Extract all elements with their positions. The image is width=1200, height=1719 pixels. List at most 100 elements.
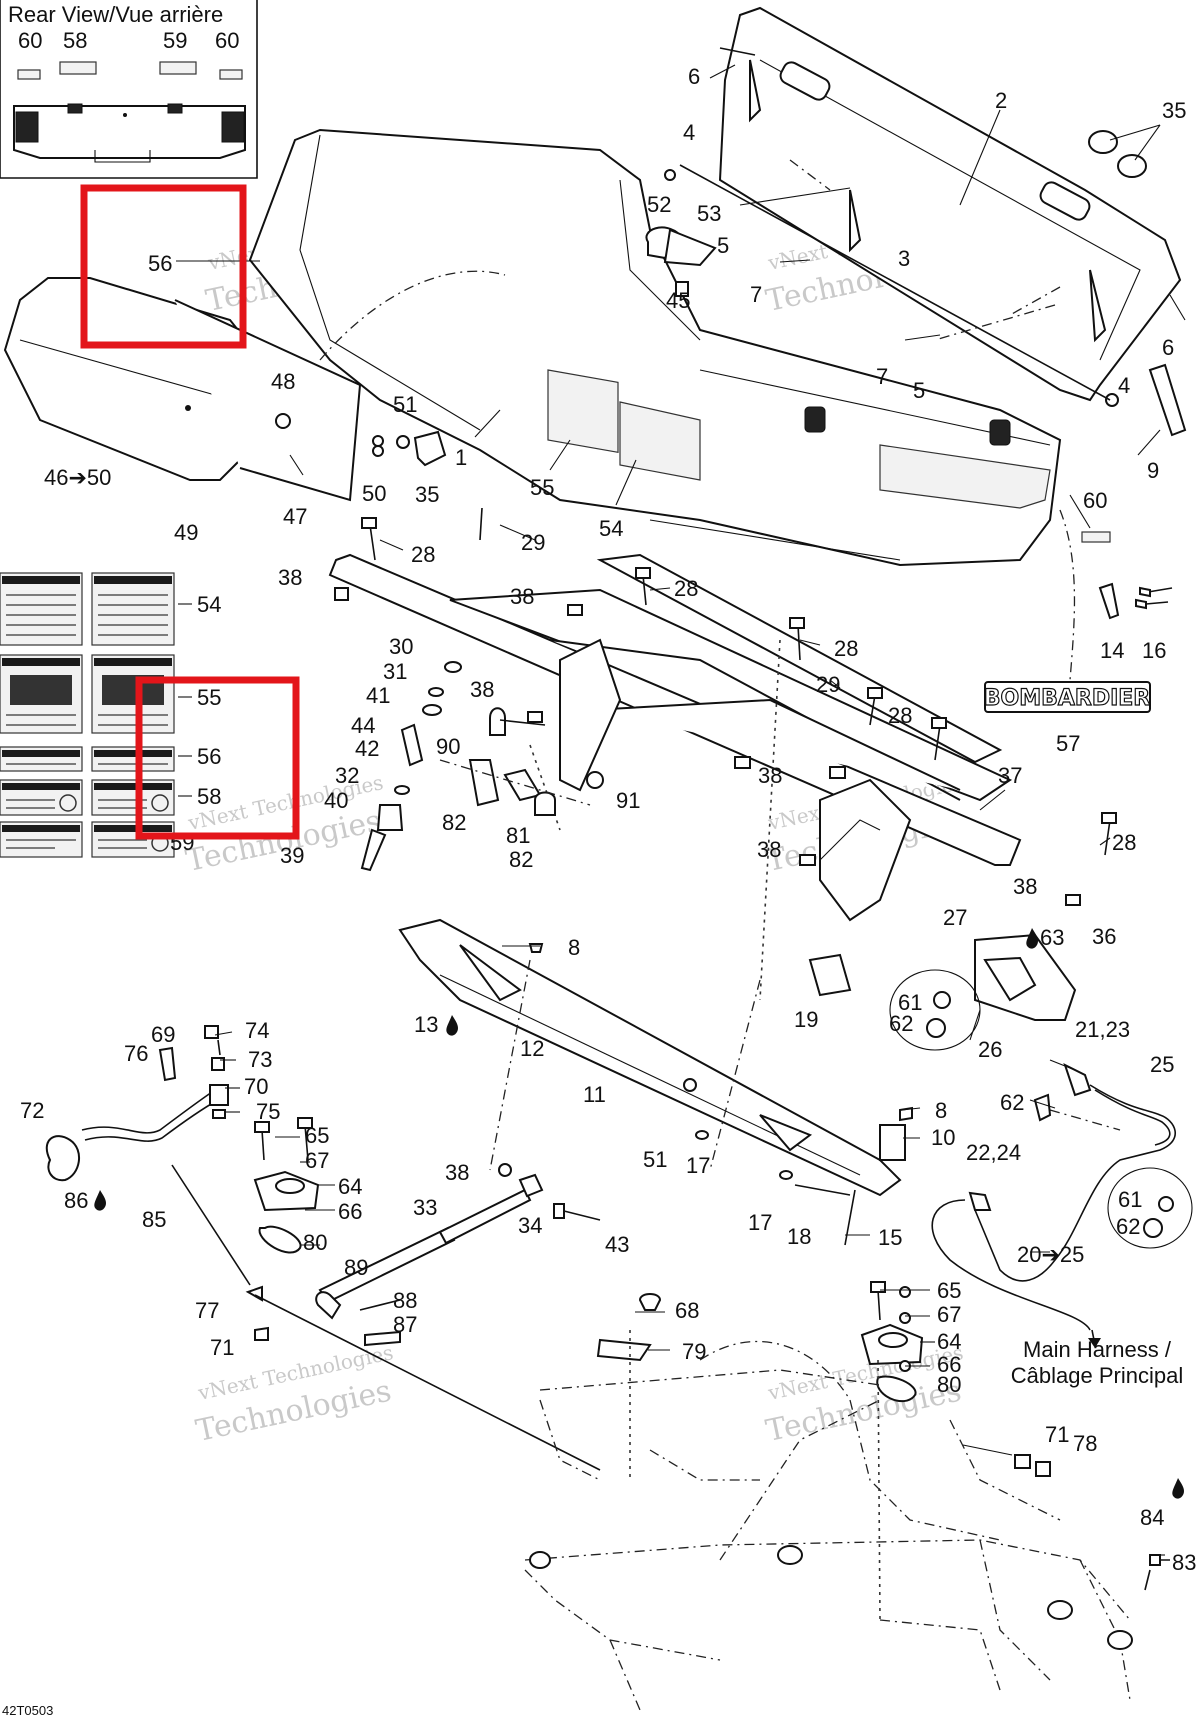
callout: 60 — [1083, 488, 1107, 513]
callout: 39 — [280, 843, 304, 868]
drawing-code: 42T0503 — [2, 1703, 53, 1718]
callout: 38 — [445, 1160, 469, 1185]
callout: 35 — [1162, 98, 1186, 123]
callout: 64 — [338, 1174, 362, 1199]
callout: 47 — [283, 504, 307, 529]
callout: 8 — [935, 1098, 947, 1123]
inset-label: 59 — [163, 28, 187, 53]
callout: 78 — [1073, 1431, 1097, 1456]
callout: 7 — [876, 364, 888, 389]
callout: 61 — [898, 990, 922, 1015]
small-clips — [1081, 531, 1173, 620]
callout: 55 — [530, 475, 554, 500]
release-handle — [45, 1025, 251, 1286]
callout: 68 — [675, 1298, 699, 1323]
callout: 29 — [521, 530, 545, 555]
decal-55b — [91, 654, 175, 734]
callout: 40 — [324, 788, 348, 813]
callout: 89 — [344, 1255, 368, 1280]
callout: 63 — [1040, 925, 1064, 950]
pivot-stack — [360, 661, 604, 872]
callout: 65 — [305, 1123, 329, 1148]
main-harness-text: Main Harness / — [1023, 1337, 1172, 1362]
callout: 54 — [599, 516, 623, 541]
callout: 76 — [124, 1041, 148, 1066]
callout: 62 — [889, 1011, 913, 1036]
callout: 5 — [717, 233, 729, 258]
callout: 83 — [1172, 1550, 1196, 1575]
callout: 62 — [1116, 1214, 1140, 1239]
callout: 52 — [647, 192, 671, 217]
callout: 84 — [1140, 1505, 1164, 1530]
callout: 61 — [1118, 1187, 1142, 1212]
decal-56a — [0, 746, 83, 772]
decal-54b — [91, 572, 175, 646]
chassis-frame — [524, 1293, 1170, 1711]
callout: 88 — [393, 1288, 417, 1313]
decal-55a — [0, 654, 83, 734]
callout: 17 — [748, 1210, 772, 1235]
callout: 65 — [937, 1278, 961, 1303]
callout: 82 — [509, 847, 533, 872]
bombardier-logo-group: BOMBARDIER — [983, 509, 1151, 713]
callout: 80 — [937, 1372, 961, 1397]
callout: 38 — [1013, 874, 1037, 899]
callout: 56 — [148, 251, 172, 276]
callout: 62 — [1000, 1090, 1024, 1115]
callout: 4 — [683, 120, 695, 145]
callout: 71 — [1045, 1422, 1069, 1447]
callout: 12 — [520, 1036, 544, 1061]
main-harness-text: Câblage Principal — [1011, 1363, 1183, 1388]
callout: 66 — [937, 1352, 961, 1377]
callout: 37 — [998, 763, 1022, 788]
callout: 28 — [834, 636, 858, 661]
decal-legend-label: 58 — [197, 784, 221, 809]
callout: 26 — [978, 1037, 1002, 1062]
callout: 67 — [937, 1302, 961, 1327]
callout: 28 — [888, 703, 912, 728]
callout: 42 — [355, 736, 379, 761]
callout: 50 — [362, 481, 386, 506]
main-harness-label: Main Harness / Câblage Principal — [1011, 1337, 1183, 1388]
leader-lines — [176, 64, 1165, 1556]
callout: 38 — [470, 677, 494, 702]
gas-spring — [315, 1163, 601, 1347]
mount-right — [860, 1281, 924, 1403]
tailgate-hardware — [679, 47, 1187, 437]
callout: 67 — [305, 1148, 329, 1173]
callout: 73 — [248, 1047, 272, 1072]
callout: 46➔50 — [44, 465, 111, 490]
cargo-box — [248, 128, 1062, 567]
callout: 82 — [442, 810, 466, 835]
decal-56b — [91, 746, 175, 772]
callout: 22,24 — [966, 1140, 1021, 1165]
callout: 80 — [303, 1230, 327, 1255]
callout: 17 — [686, 1153, 710, 1178]
callout: 79 — [682, 1339, 706, 1364]
callout: 15 — [878, 1225, 902, 1250]
callout: 32 — [335, 763, 359, 788]
callout: 1 — [455, 445, 467, 470]
callout: 86 — [64, 1188, 88, 1213]
callout: 45 — [666, 288, 690, 313]
callout: 49 — [174, 520, 198, 545]
callout: 14 — [1100, 638, 1124, 663]
spacers — [695, 953, 913, 1246]
callout: 74 — [245, 1018, 269, 1043]
inset-label: 60 — [215, 28, 239, 53]
callout: 6 — [1162, 335, 1174, 360]
callout: 53 — [697, 201, 721, 226]
seat-cushion — [3, 270, 506, 502]
callout: 30 — [389, 634, 413, 659]
decal-58b — [91, 779, 175, 816]
electric-module — [889, 933, 1193, 1249]
callout: 7 — [750, 282, 762, 307]
callout: 70 — [244, 1074, 268, 1099]
callout: 51 — [643, 1147, 667, 1172]
callout: 51 — [393, 392, 417, 417]
inset-label: 58 — [63, 28, 87, 53]
harness-wiring — [931, 1063, 1177, 1348]
box-frame — [328, 553, 1022, 922]
callout: 34 — [518, 1213, 542, 1238]
